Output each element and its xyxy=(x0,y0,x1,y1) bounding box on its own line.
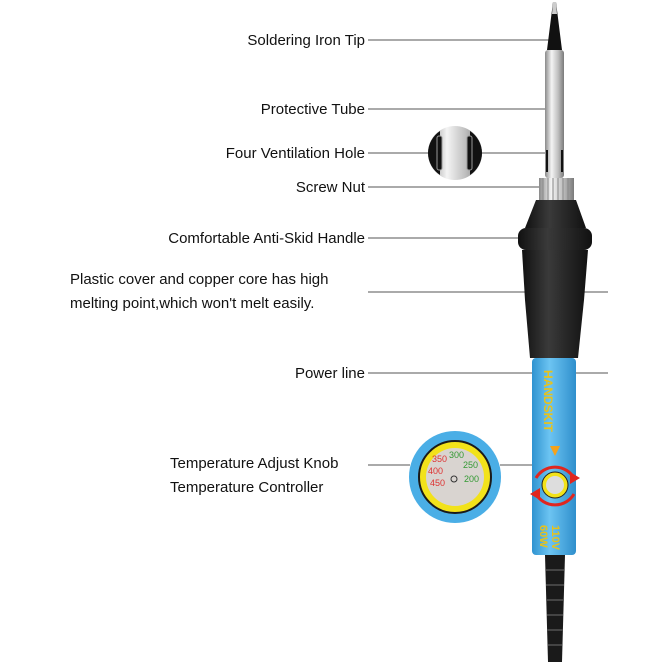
tip xyxy=(547,2,562,50)
brand-text: HANDSKIT xyxy=(541,370,555,433)
voltage-text: 110V xyxy=(549,525,561,551)
knob-inset: 400 350 450 300 250 200 xyxy=(409,431,501,523)
label-knob-2: Temperature Controller xyxy=(170,479,324,496)
dial-350: 350 xyxy=(432,454,447,464)
label-cover-2: melting point,which won't melt easily. xyxy=(70,295,315,312)
dial-300: 300 xyxy=(449,450,464,460)
leader-lines xyxy=(368,39,608,466)
label-tip: Soldering Iron Tip xyxy=(247,32,365,49)
label-tube: Protective Tube xyxy=(260,101,365,118)
label-power: Power line xyxy=(294,365,365,382)
power-cord xyxy=(545,555,565,662)
protective-tube xyxy=(545,50,564,178)
label-handle: Comfortable Anti-Skid Handle xyxy=(168,230,365,247)
dial-450: 450 xyxy=(430,478,445,488)
anti-skid-handle xyxy=(522,250,588,358)
label-nut: Screw Nut xyxy=(295,179,365,196)
blue-body xyxy=(532,358,576,555)
label-vent: Four Ventilation Hole xyxy=(225,145,365,162)
dial-400: 400 xyxy=(428,466,443,476)
dial-200: 200 xyxy=(464,474,479,484)
dial-250: 250 xyxy=(463,460,478,470)
label-cover-1: Plastic cover and copper core has high xyxy=(70,271,329,288)
handle-cap xyxy=(525,200,586,228)
wattage-text: 60W xyxy=(537,525,549,548)
label-knob-1: Temperature Adjust Knob xyxy=(170,455,339,472)
ventilation-inset xyxy=(428,126,482,180)
screw-nut xyxy=(539,178,574,200)
